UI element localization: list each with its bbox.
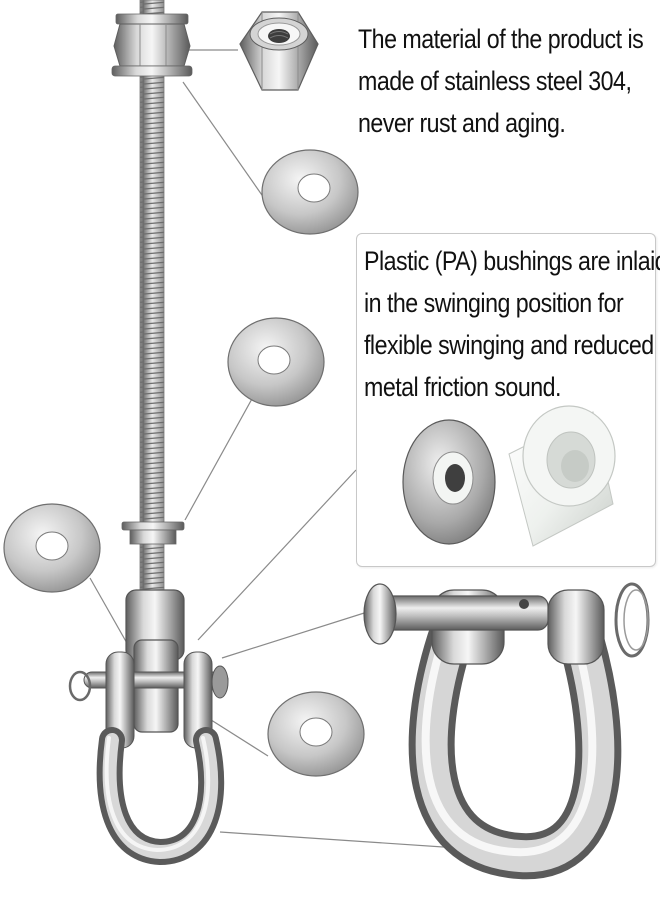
material-caption-line-1: The material of the product is (358, 24, 644, 54)
bushing-illustration (402, 405, 616, 547)
washer-left (3, 503, 101, 593)
shackle-closeup (363, 582, 650, 880)
washer-bottom (267, 691, 365, 777)
bushing-caption-line-4: metal friction sound. (364, 372, 561, 402)
washer-middle (227, 317, 325, 407)
plastic-bushing (508, 405, 616, 547)
steel-washer-with-bushing (402, 419, 496, 545)
washer-top (261, 149, 359, 235)
bushing-caption: Plastic (PA) bushings are inlaid in the … (364, 240, 660, 408)
bushing-callout-box (356, 233, 656, 567)
threaded-rod (139, 0, 165, 601)
assembled-shackle (68, 651, 229, 866)
swivel-eye (125, 589, 185, 733)
nylon-lock-nut (239, 11, 319, 91)
leader-lines (89, 49, 459, 849)
material-caption-line-3: never rust and aging. (358, 108, 566, 138)
bushing-caption-line-3: flexible swinging and reduced (364, 330, 654, 360)
material-caption-line-2: made of stainless steel 304, (358, 66, 632, 96)
bushing-caption-line-1: Plastic (PA) bushings are inlaid (364, 246, 660, 276)
material-caption: The material of the product is made of s… (358, 18, 644, 144)
lower-hex-nut (121, 521, 185, 545)
bushing-caption-line-2: in the swinging position for (364, 288, 624, 318)
top-hex-nut (111, 13, 193, 77)
